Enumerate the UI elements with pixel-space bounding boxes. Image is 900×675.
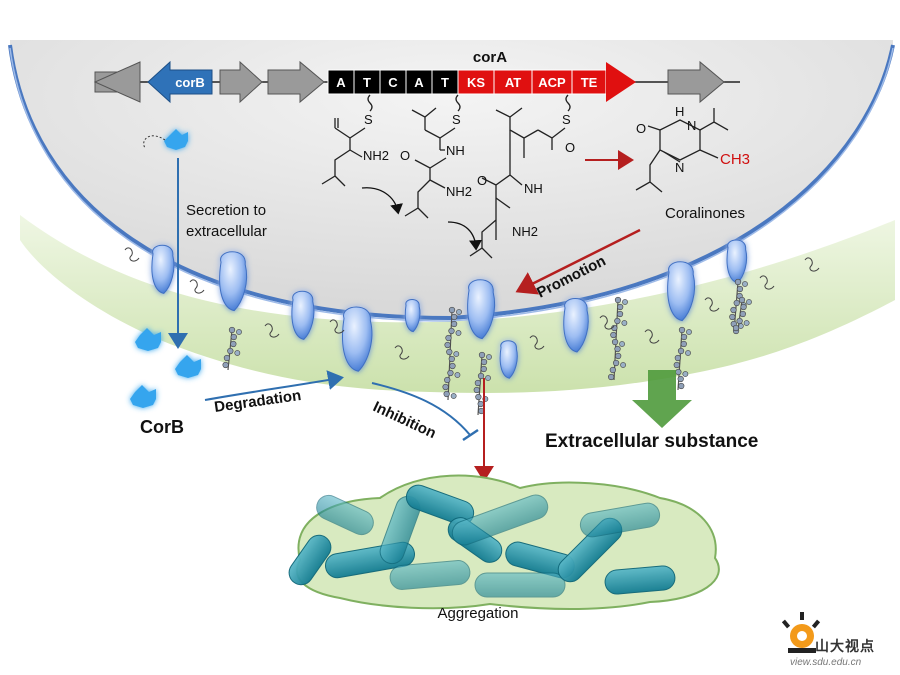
corb-enzyme-extracellular xyxy=(130,328,201,408)
secretion-label-line1: Secretion to xyxy=(186,202,266,219)
oxygen-3: O xyxy=(477,173,487,188)
oxygen-2: O xyxy=(565,140,575,155)
promotion-arrow xyxy=(515,228,641,295)
oxygen-1: O xyxy=(400,148,410,163)
corA-domain-ks xyxy=(457,69,495,95)
bacterial-cell xyxy=(451,494,549,546)
membrane-protein xyxy=(404,299,421,333)
degradation-arrow xyxy=(204,370,344,401)
membrane-proteins xyxy=(151,239,748,379)
matrix-squiggles xyxy=(124,247,820,360)
glycan-chain xyxy=(608,296,628,381)
bacterial-cell xyxy=(288,534,332,586)
membrane-protein xyxy=(499,340,518,379)
membrane-protein xyxy=(726,239,748,284)
corA-domain-t xyxy=(431,69,459,95)
glycan-chain xyxy=(732,296,752,332)
corb-enzyme-intracellular xyxy=(164,129,188,150)
nh-2: NH xyxy=(524,181,543,196)
membrane-protein xyxy=(563,298,589,353)
corA-domain-label: T xyxy=(441,75,449,90)
corA-domain-label: AT xyxy=(505,75,521,90)
glycan-chain xyxy=(673,326,692,391)
corA-domain-a xyxy=(327,69,355,95)
membrane-protein xyxy=(219,251,248,312)
glycan-chain xyxy=(729,278,748,335)
chemical-structures: S NH2 S NH O NH2 S O NH O NH2 O H xyxy=(321,94,750,259)
corA-domain-t xyxy=(353,69,381,95)
corA-domain-at xyxy=(493,69,533,95)
nh2-3: NH2 xyxy=(512,224,538,239)
corA-domain-label: A xyxy=(336,75,346,90)
methyl-group: CH3 xyxy=(720,151,750,168)
thioester-s-3: S xyxy=(562,112,571,127)
corb-label: CorB xyxy=(140,417,184,437)
glycan-chain xyxy=(442,306,462,401)
corA-arrow-tip xyxy=(606,62,636,102)
corA-domain-label: C xyxy=(388,75,398,90)
bacterial-cell xyxy=(316,494,374,536)
corA-domain-acp xyxy=(531,69,573,95)
extracellular-matrix xyxy=(20,215,895,393)
glycan-chain xyxy=(222,326,242,371)
glycan-chain xyxy=(473,351,492,416)
coralinones-label: Coralinones xyxy=(665,205,745,222)
cytoplasm xyxy=(10,40,893,318)
inhibition-label: Inhibition xyxy=(370,398,438,442)
eye-icon xyxy=(781,612,821,653)
corA-domain-label: ACP xyxy=(538,75,566,90)
corB-label: corB xyxy=(175,75,205,90)
corA-domain-te xyxy=(571,69,607,95)
flank-gene-2 xyxy=(219,60,263,104)
watermark-logo xyxy=(781,612,892,670)
corA-domain-label: A xyxy=(414,75,424,90)
thioester-s-1: S xyxy=(364,112,373,127)
bacterial-cell xyxy=(474,572,566,598)
extracellular-glycans xyxy=(222,278,752,416)
corA-domain-label: KS xyxy=(467,75,485,90)
bacterial-cell xyxy=(579,502,661,538)
extracellular-label: Extracellular substance xyxy=(545,431,758,452)
oxygen-4: O xyxy=(636,121,646,136)
corA-title: corA xyxy=(473,49,507,66)
membrane-protein xyxy=(667,261,696,322)
logo-text: 山大视点 xyxy=(815,638,875,654)
bacterial-cell xyxy=(604,565,676,595)
corA-domain-c xyxy=(379,69,407,95)
membrane-protein xyxy=(341,306,373,372)
hydrogen: H xyxy=(675,104,684,119)
nh2-2: NH2 xyxy=(446,184,472,199)
nh2-1: NH2 xyxy=(363,148,389,163)
flank-gene-4 xyxy=(667,60,725,104)
flank-gene-3 xyxy=(267,60,325,104)
nitrogen-2: N xyxy=(675,160,684,175)
extracellular-arrow xyxy=(632,370,692,428)
secretion-label-line2: extracellular xyxy=(186,223,267,240)
corB-gene: corB xyxy=(147,60,213,104)
membrane-protein xyxy=(151,244,175,294)
thioester-s-2: S xyxy=(452,112,461,127)
logo-url: view.sdu.edu.cn xyxy=(790,657,862,668)
nitrogen-1: N xyxy=(687,118,696,133)
membrane-protein xyxy=(467,279,496,340)
nh-1: NH xyxy=(446,143,465,158)
membrane-protein xyxy=(291,290,315,340)
cell-membrane xyxy=(8,44,895,321)
corA-domain-label: TE xyxy=(581,75,598,90)
inhibition-arrow xyxy=(371,382,471,436)
aggregation-label: Aggregation xyxy=(438,605,519,622)
bacterial-cells xyxy=(288,484,676,598)
bacterial-cell xyxy=(389,560,471,590)
corA-domain-label: T xyxy=(363,75,371,90)
